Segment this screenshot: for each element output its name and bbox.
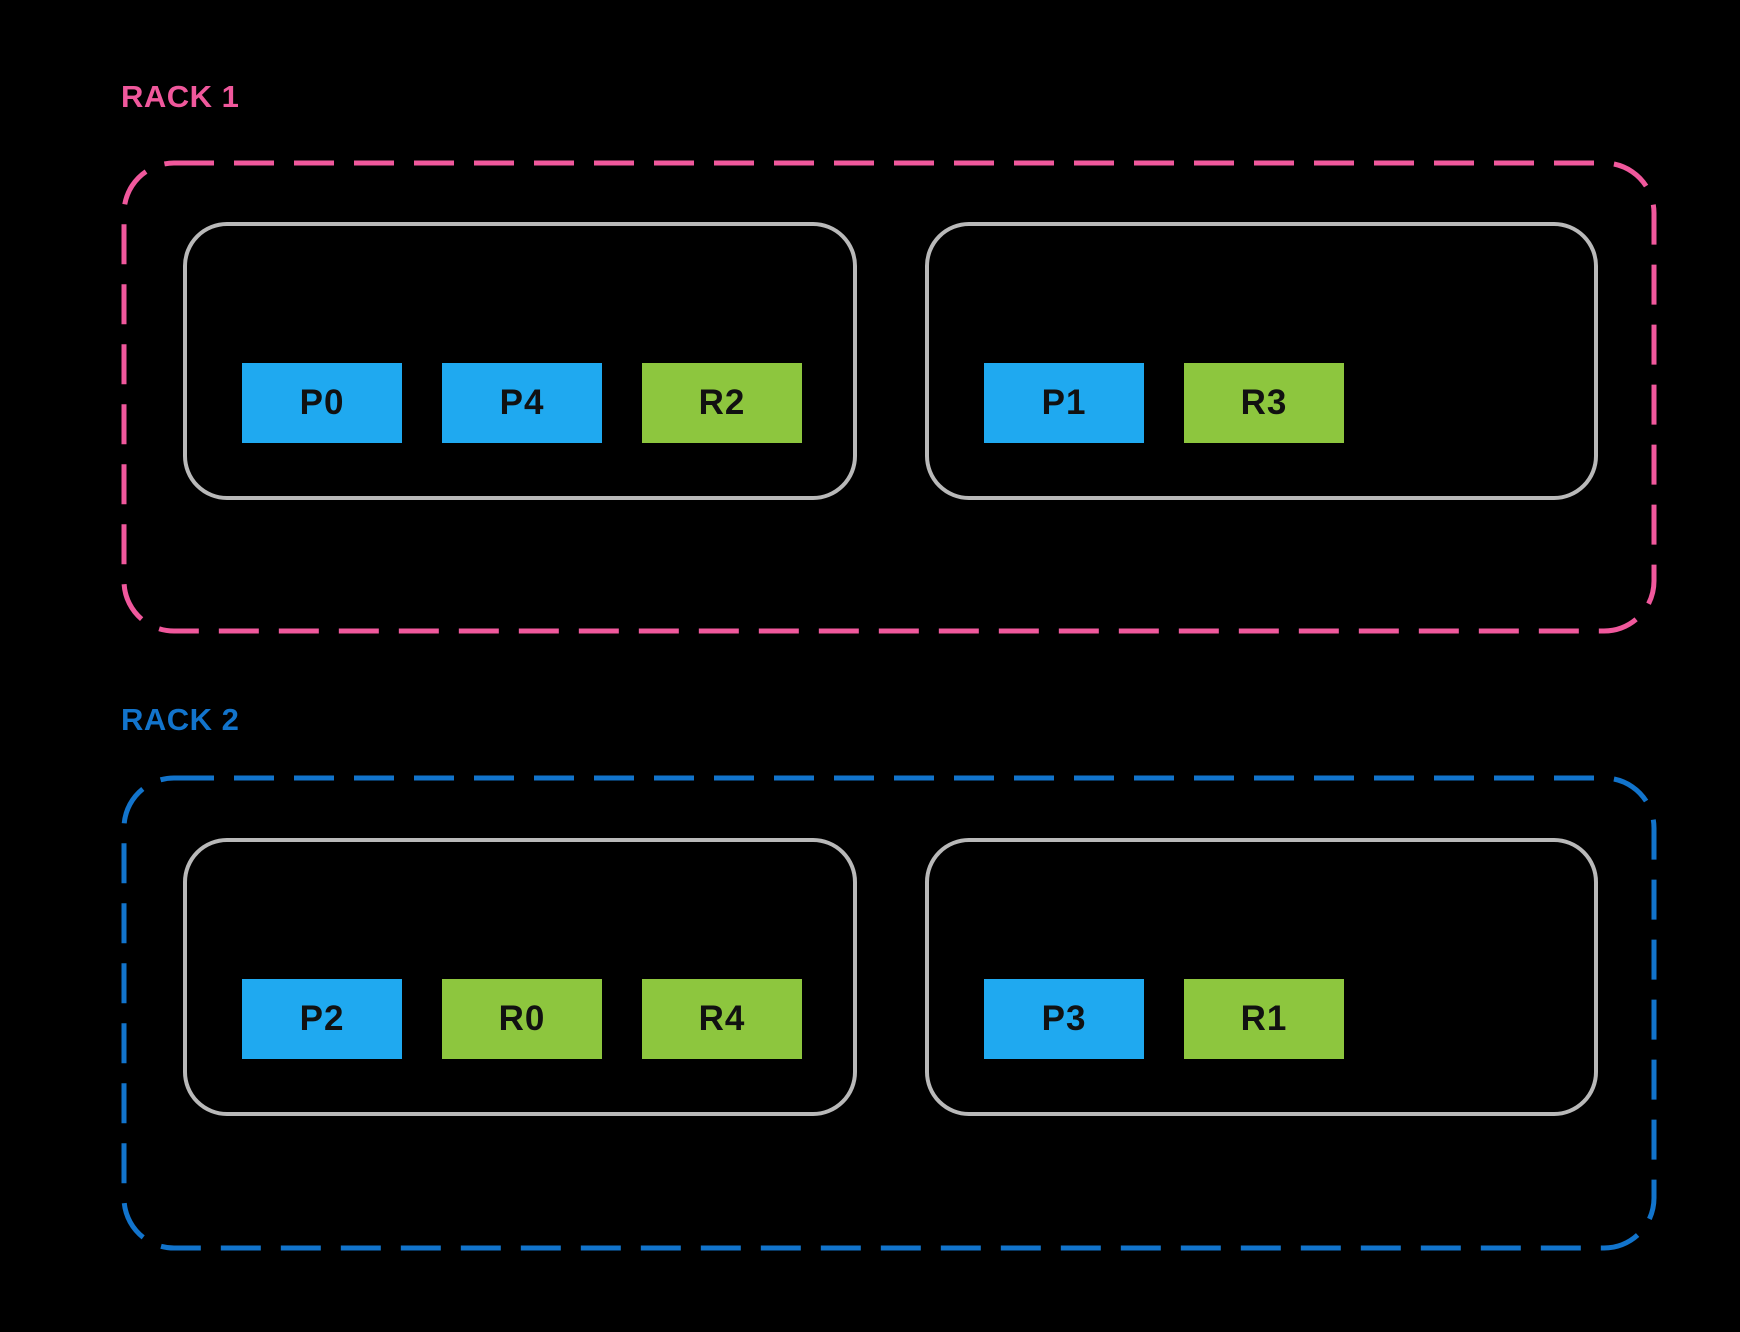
node-p2: P2 <box>242 979 402 1059</box>
rack-2-host-2-nodes: P3 R1 <box>929 842 1594 1059</box>
rack-1-label: RACK 1 <box>121 79 240 114</box>
rack-2-host-1-nodes: P2 R0 R4 <box>187 842 853 1059</box>
node-r0: R0 <box>442 979 602 1059</box>
node-p1: P1 <box>984 363 1144 443</box>
rack-1-host-1: P0 P4 R2 <box>183 222 857 500</box>
node-p4: P4 <box>442 363 602 443</box>
rack-1-host-2-nodes: P1 R3 <box>929 226 1594 443</box>
node-r3: R3 <box>1184 363 1344 443</box>
node-p0: P0 <box>242 363 402 443</box>
node-r4: R4 <box>642 979 802 1059</box>
rack-1-host-1-nodes: P0 P4 R2 <box>187 226 853 443</box>
node-r2: R2 <box>642 363 802 443</box>
node-p3: P3 <box>984 979 1144 1059</box>
node-r1: R1 <box>1184 979 1344 1059</box>
rack-2-host-1: P2 R0 R4 <box>183 838 857 1116</box>
rack-1-host-2: P1 R3 <box>925 222 1598 500</box>
rack-2-host-2: P3 R1 <box>925 838 1598 1116</box>
rack-2-label: RACK 2 <box>121 702 240 737</box>
